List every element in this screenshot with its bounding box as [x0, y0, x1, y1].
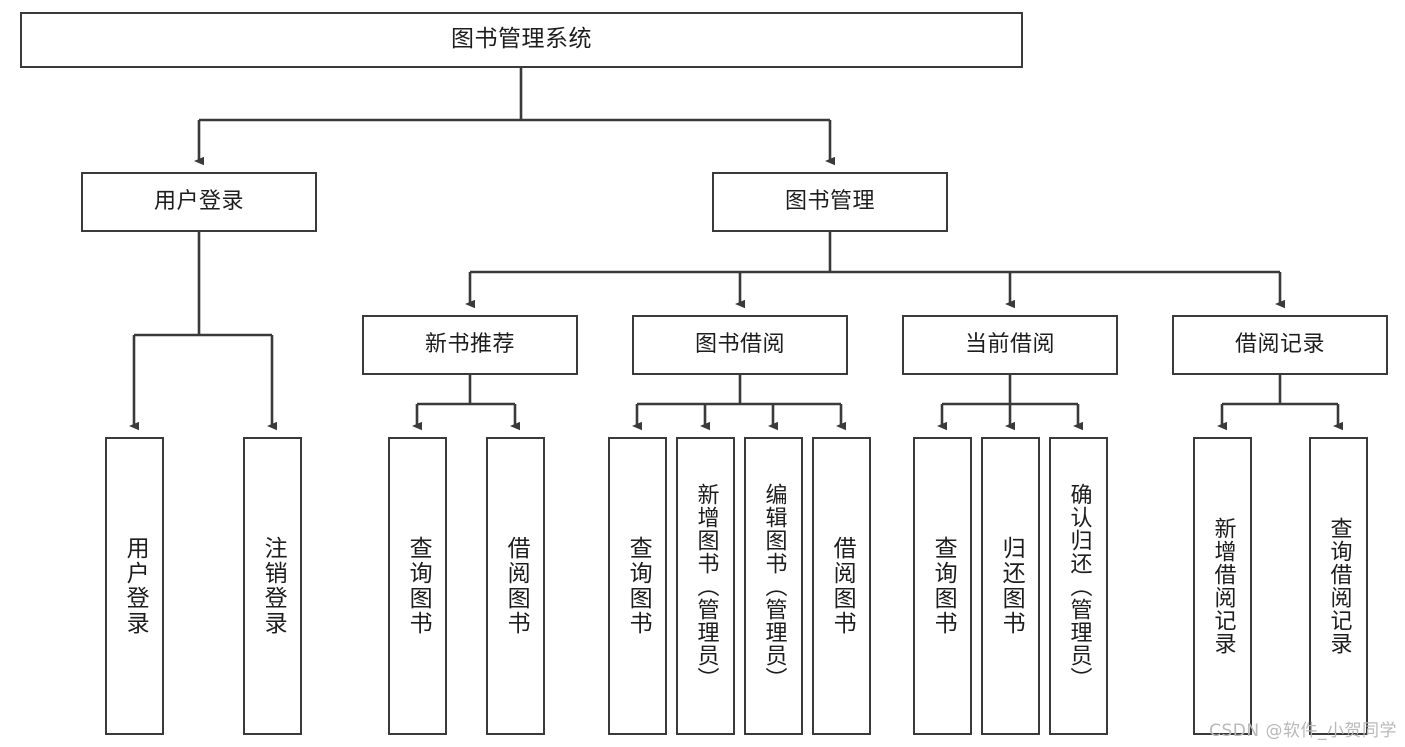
node-root-system[interactable]: 图书管理系统: [20, 12, 1023, 68]
node-label: 当前借阅: [964, 331, 1055, 357]
leaf-confirm-return-admin[interactable]: 确认归还（管理员）: [1049, 437, 1108, 735]
leaf-logout[interactable]: 注销登录: [243, 437, 302, 735]
leaf-query-book-borrow[interactable]: 查询图书: [608, 437, 667, 735]
node-label: 图书管理: [784, 188, 875, 214]
node-label: 借阅图书: [503, 536, 530, 636]
leaf-edit-book-admin[interactable]: 编辑图书（管理员）: [744, 437, 803, 735]
node-current-borrow[interactable]: 当前借阅: [902, 315, 1118, 375]
node-label: 用户登录: [122, 536, 149, 636]
leaf-add-book-admin[interactable]: 新增图书（管理员）: [676, 437, 735, 735]
node-user-login[interactable]: 用户登录: [81, 172, 317, 232]
node-label: 确认归还（管理员）: [1066, 482, 1092, 690]
node-book-borrow[interactable]: 图书借阅: [632, 315, 848, 375]
node-label: 查询借阅记录: [1326, 517, 1352, 655]
leaf-add-borrow-record[interactable]: 新增借阅记录: [1193, 437, 1252, 735]
leaf-borrow-book[interactable]: 借阅图书: [812, 437, 871, 735]
leaf-query-book-new[interactable]: 查询图书: [388, 437, 447, 735]
node-new-book-recommend[interactable]: 新书推荐: [362, 315, 578, 375]
leaf-query-book-current[interactable]: 查询图书: [913, 437, 972, 735]
node-label: 新增图书（管理员）: [693, 482, 719, 690]
node-label: 查询图书: [625, 536, 652, 636]
node-borrow-record[interactable]: 借阅记录: [1172, 315, 1388, 375]
node-label: 编辑图书（管理员）: [761, 482, 787, 690]
node-label: 图书借阅: [694, 331, 785, 357]
node-label: 注销登录: [260, 536, 287, 636]
node-label: 新书推荐: [424, 331, 515, 357]
leaf-query-borrow-record[interactable]: 查询借阅记录: [1309, 437, 1368, 735]
node-label: 新增借阅记录: [1210, 517, 1236, 655]
watermark: CSDN @软件_小贺同学: [1209, 721, 1397, 741]
node-label: 查询图书: [405, 536, 432, 636]
leaf-return-book[interactable]: 归还图书: [981, 437, 1040, 735]
node-label: 借阅记录: [1234, 331, 1325, 357]
node-label: 借阅图书: [829, 536, 856, 636]
node-label: 查询图书: [930, 536, 957, 636]
leaf-borrow-book-new[interactable]: 借阅图书: [486, 437, 545, 735]
leaf-user-login[interactable]: 用户登录: [105, 437, 164, 735]
node-book-management[interactable]: 图书管理: [712, 172, 948, 232]
node-label: 图书管理系统: [451, 26, 592, 53]
node-label: 归还图书: [998, 536, 1025, 636]
node-label: 用户登录: [153, 188, 244, 214]
